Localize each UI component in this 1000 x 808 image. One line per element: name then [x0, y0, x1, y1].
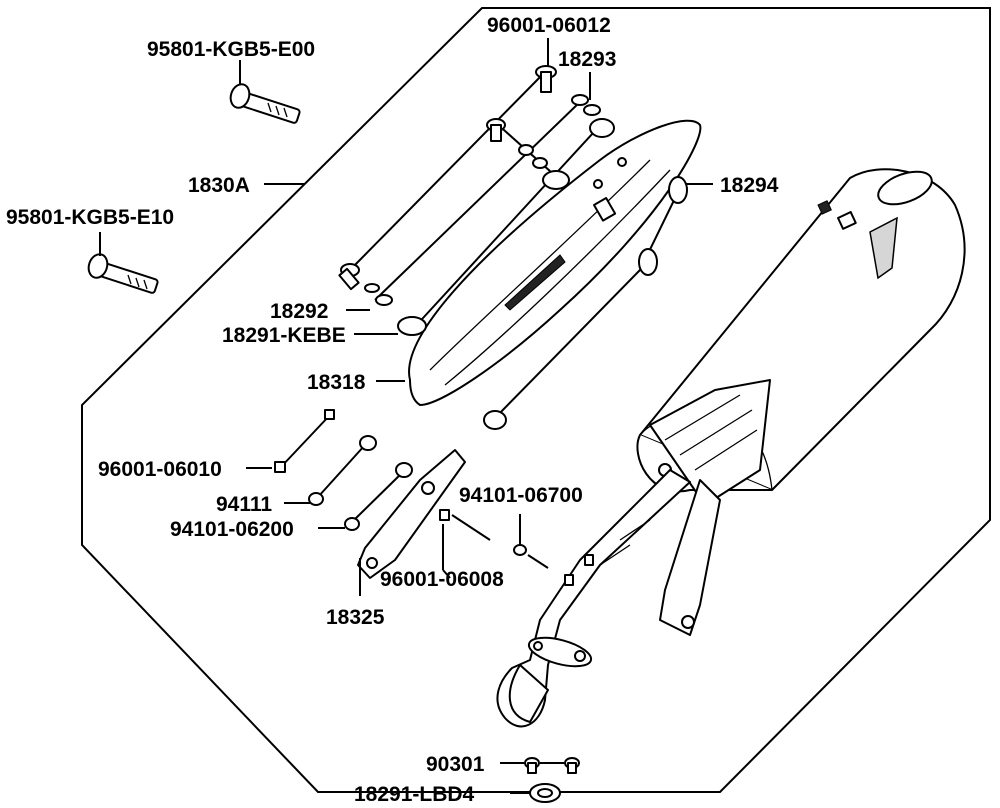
label-1830a: 1830A — [188, 174, 250, 197]
label-94101-06700: 94101-06700 — [459, 484, 583, 507]
label-18294: 18294 — [720, 174, 779, 197]
label-18318: 18318 — [307, 371, 366, 394]
bolt-95801-kgb5-e00 — [229, 83, 301, 124]
label-18292: 18292 — [270, 300, 328, 323]
muffler — [636, 168, 966, 506]
label-94111: 94111 — [216, 493, 272, 516]
part-labels: 96001-06012 18293 95801-KGB5-E00 1830A 1… — [6, 14, 779, 806]
heat-shield-18318 — [408, 119, 702, 406]
label-96001-06010: 96001-06010 — [98, 458, 222, 481]
label-18291-lbd4: 18291-LBD4 — [354, 783, 475, 806]
bracket-18325-group — [274, 409, 549, 579]
label-90301: 90301 — [426, 753, 485, 776]
bottom-parts — [524, 757, 580, 803]
exhaust-pipe — [496, 469, 721, 728]
label-94101-06200: 94101-06200 — [170, 518, 294, 541]
label-96001-06012: 96001-06012 — [487, 14, 611, 37]
label-18293: 18293 — [558, 48, 616, 71]
label-18325: 18325 — [326, 606, 385, 629]
bolt-95801-kgb5-e10 — [87, 253, 159, 294]
fastener-parts — [338, 65, 688, 430]
label-18291-kebe: 18291-KEBE — [222, 324, 346, 347]
label-95801-kgb5-e10: 95801-KGB5-E10 — [6, 206, 174, 229]
label-95801-kgb5-e00: 95801-KGB5-E00 — [147, 38, 315, 61]
leader-lines — [99, 38, 713, 794]
label-96001-06008: 96001-06008 — [380, 568, 504, 591]
